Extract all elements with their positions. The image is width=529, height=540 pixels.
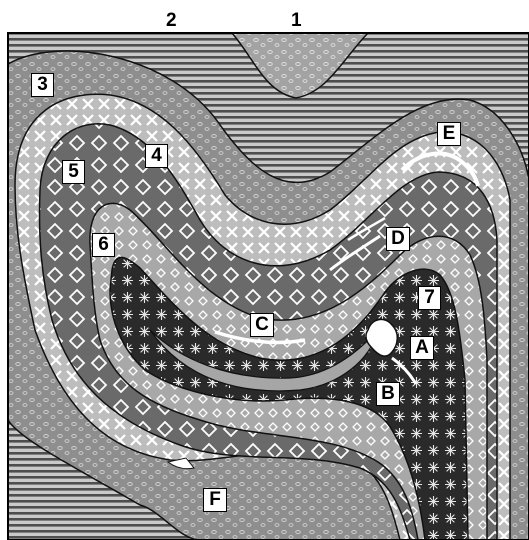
label-A: A xyxy=(410,336,434,360)
label-F: F xyxy=(203,488,227,512)
label-4: 4 xyxy=(145,144,168,168)
top-label-2: 2 xyxy=(166,11,177,30)
label-C: C xyxy=(250,313,274,337)
label-B: B xyxy=(376,382,400,406)
label-E: E xyxy=(437,122,461,146)
label-6: 6 xyxy=(92,233,115,257)
top-label-1: 1 xyxy=(291,11,302,30)
label-7: 7 xyxy=(418,286,441,310)
label-D: D xyxy=(386,227,410,251)
label-3: 3 xyxy=(31,73,54,97)
label-5: 5 xyxy=(62,160,85,184)
